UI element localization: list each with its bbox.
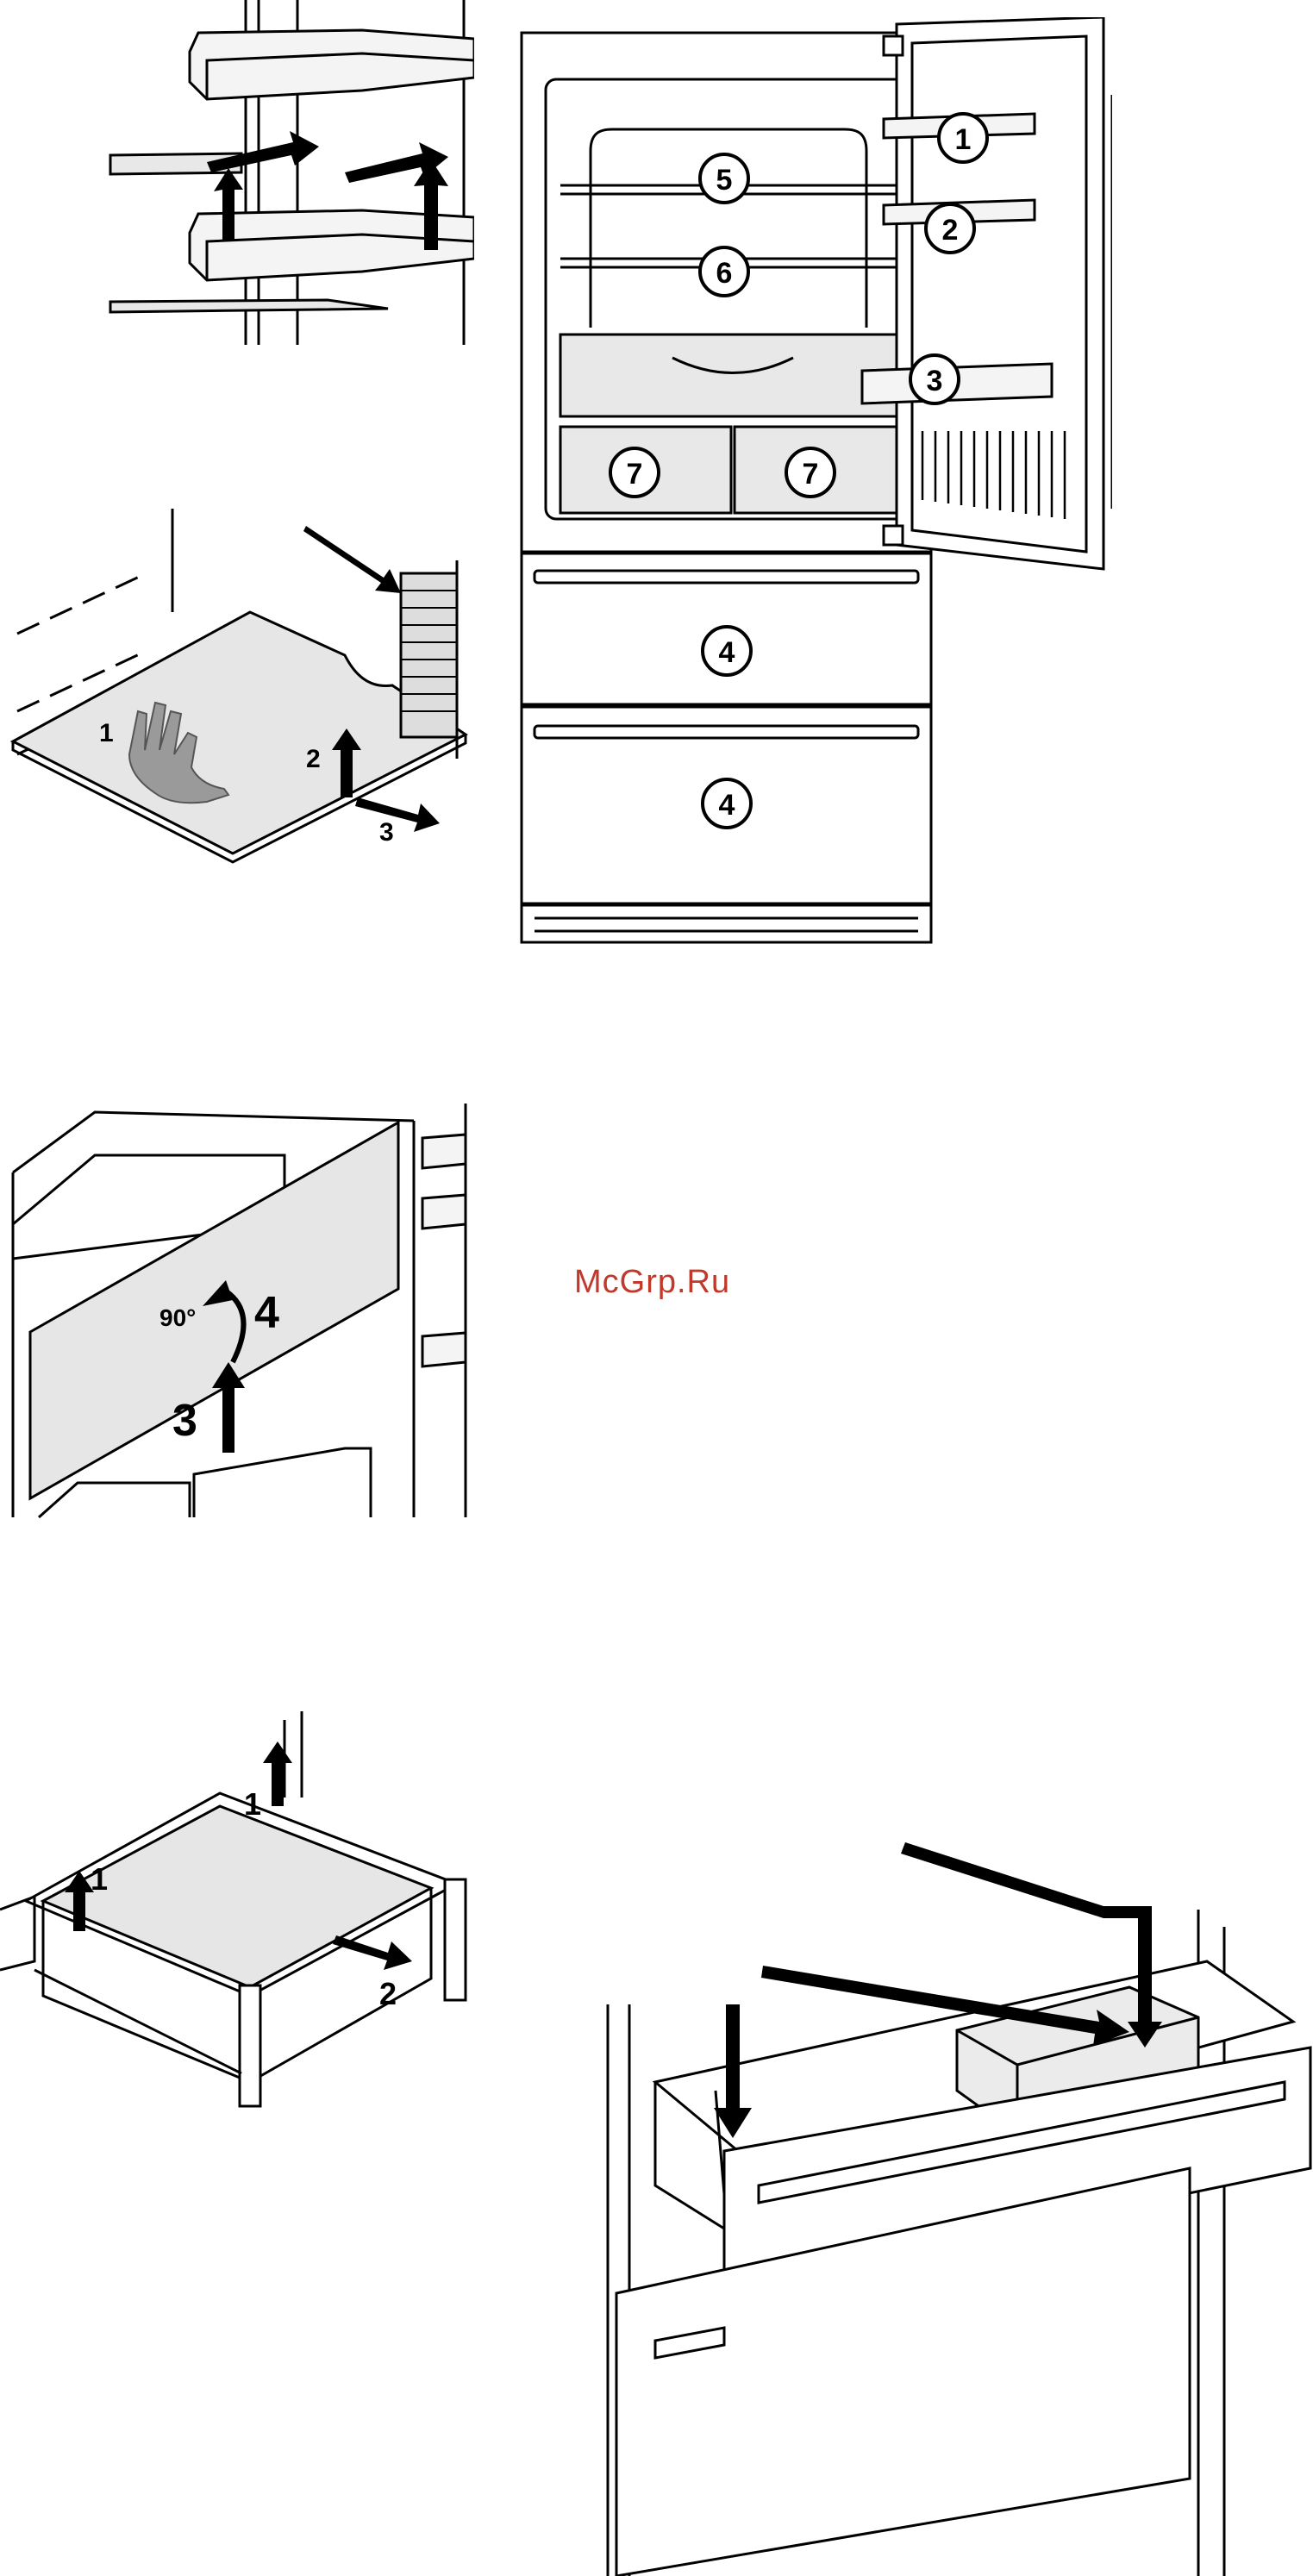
callout-shelf-1: 1 — [955, 123, 972, 156]
callout-shelf-3: 3 — [927, 365, 943, 397]
callout-freezer-drawer-4-top: 4 — [719, 636, 735, 669]
crisper-drawer-removal-illustration: 1 1 2 — [0, 1711, 483, 2125]
step-label-2: 2 — [379, 1976, 397, 2011]
step-label-1: 1 — [99, 719, 114, 747]
step-label-3: 3 — [172, 1396, 197, 1446]
step-label-2: 2 — [306, 745, 321, 773]
step-label-4: 4 — [254, 1288, 279, 1338]
divider-panel-rotation-illustration: 4 3 90° — [0, 1104, 483, 1535]
fridge-overview-illustration: 1 2 3 5 6 7 7 4 4 — [517, 17, 1112, 948]
step-label-1-right: 1 — [244, 1786, 261, 1822]
callout-glass-shelf-6: 6 — [716, 257, 733, 290]
callout-glass-shelf-5: 5 — [716, 164, 733, 197]
watermark: McGrp.Ru — [574, 1264, 730, 1301]
callout-crisper-7-right: 7 — [803, 458, 819, 491]
door-shelf-removal-illustration — [103, 0, 474, 353]
step-label-3: 3 — [379, 818, 394, 847]
callout-crisper-7-left: 7 — [627, 458, 643, 491]
freezer-drawer-illustration — [603, 1806, 1313, 2576]
callout-freezer-drawer-4-bottom: 4 — [719, 789, 735, 822]
rotation-angle-label: 90° — [159, 1304, 196, 1331]
step-label-1-left: 1 — [91, 1861, 108, 1897]
glass-shelf-removal-illustration: 1 2 3 — [0, 491, 483, 888]
callout-shelf-2: 2 — [942, 214, 959, 247]
